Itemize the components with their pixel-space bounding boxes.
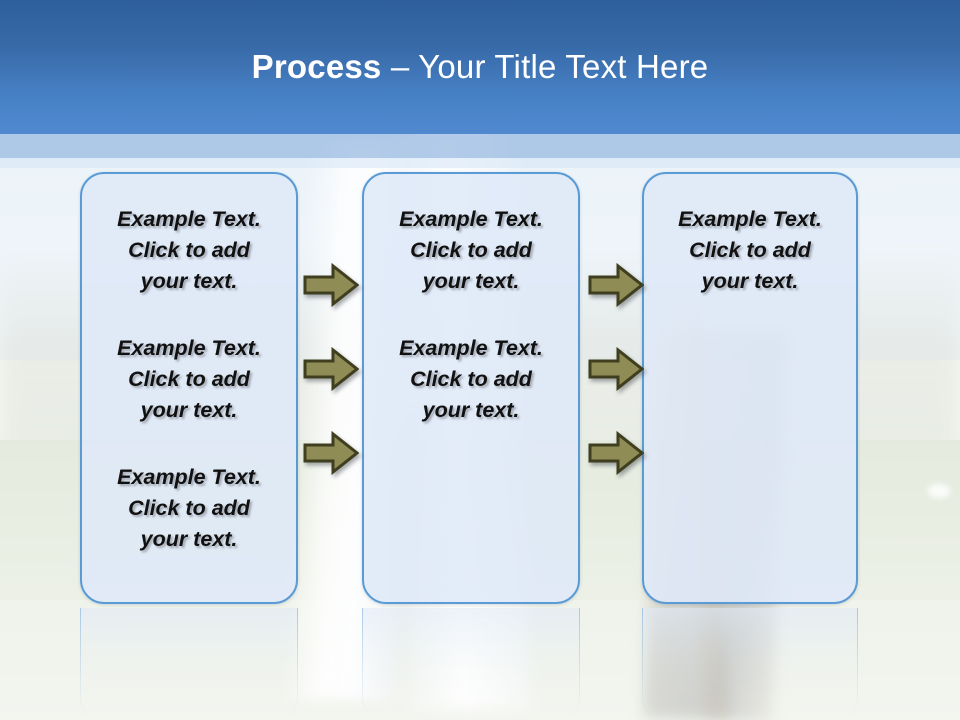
process-box-1-text-block-1: Example Text. Click to add your text. (117, 207, 261, 293)
process-box-2-body: Example Text. Click to add your text. Exa… (364, 204, 578, 426)
page-title-bold: Process (251, 48, 382, 85)
arrow-right-icon-2-2 (588, 347, 644, 391)
process-box-1-text-block-2: Example Text. Click to add your text. (117, 336, 261, 422)
page-title: Process – Your Title Text Here (0, 48, 960, 86)
process-box-3-text-block-1: Example Text. Click to add your text. (678, 207, 822, 293)
process-box-1-reflection (80, 608, 298, 720)
process-box-2-text-block-1: Example Text. Click to add your text. (399, 207, 543, 293)
process-box-3-reflection (642, 608, 858, 720)
arrow-right-icon-2-3 (588, 431, 644, 475)
process-box-2-reflection (362, 608, 580, 720)
process-box-1-body: Example Text. Click to add your text. Exa… (82, 204, 296, 555)
title-banner-accent-band (0, 134, 960, 158)
title-banner (0, 0, 960, 134)
process-box-1[interactable]: Example Text. Click to add your text. Exa… (80, 172, 298, 604)
page-title-rest: – Your Title Text Here (381, 48, 709, 85)
process-box-2[interactable]: Example Text. Click to add your text. Exa… (362, 172, 580, 604)
arrow-right-icon-1-3 (303, 431, 359, 475)
process-box-3[interactable]: Example Text. Click to add your text. (642, 172, 858, 604)
arrow-right-icon-2-1 (588, 263, 644, 307)
title-banner-accent-band-2 (0, 158, 960, 168)
arrow-right-icon-1-1 (303, 263, 359, 307)
process-box-1-text-block-3: Example Text. Click to add your text. (117, 465, 261, 551)
process-box-2-text-block-2: Example Text. Click to add your text. (399, 336, 543, 422)
arrow-right-icon-1-2 (303, 347, 359, 391)
process-box-3-body: Example Text. Click to add your text. (644, 204, 856, 297)
